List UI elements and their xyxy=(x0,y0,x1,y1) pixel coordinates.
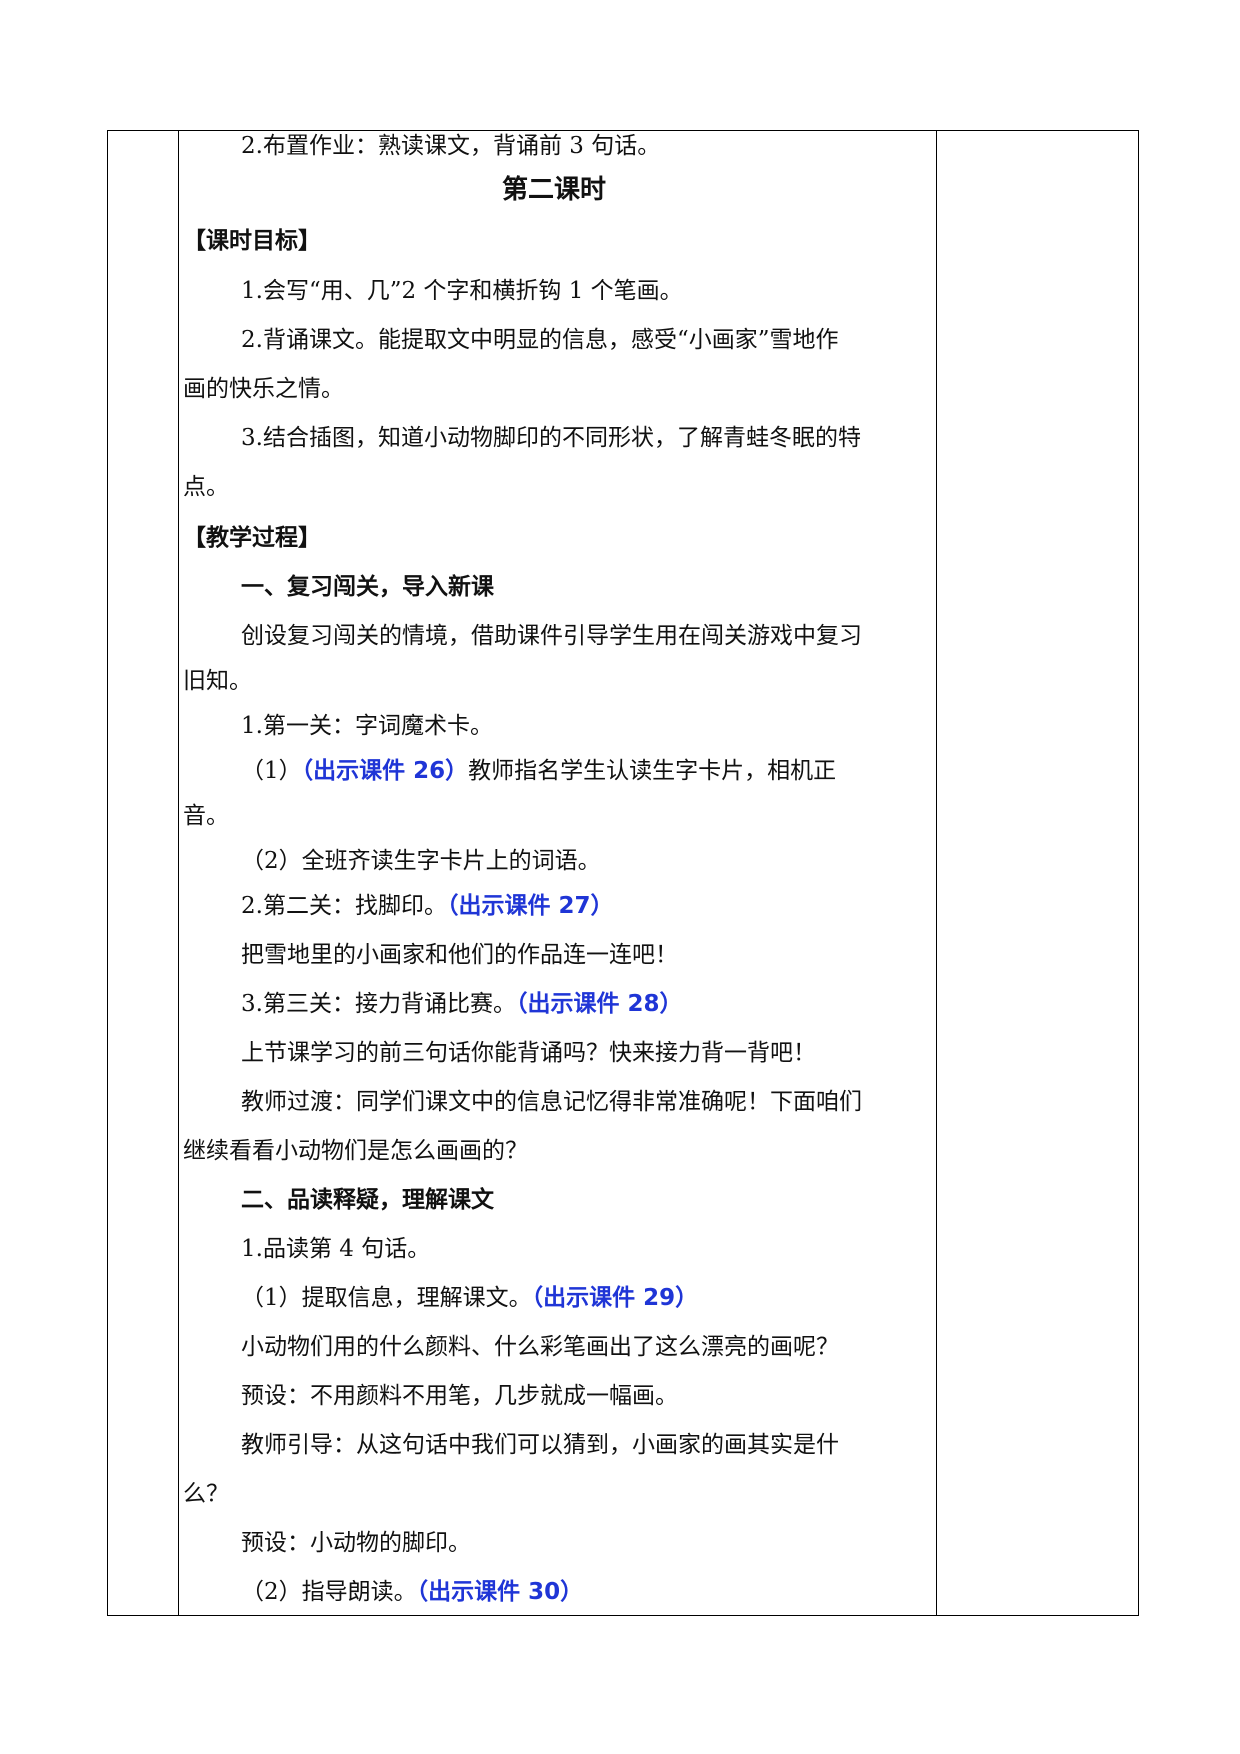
paragraph-line: 预设：小动物的脚印。 xyxy=(241,1530,471,1556)
paragraph-line: 1.品读第 4 句话。 xyxy=(241,1236,431,1262)
level-2-line: 2.第二关：找脚印。（出示课件 27） xyxy=(241,890,613,922)
level-3-line: 3.第三关：接力背诵比赛。（出示课件 28） xyxy=(241,988,682,1020)
paragraph-line: 么？ xyxy=(183,1481,229,1507)
paragraph-line: 继续看看小动物们是怎么画画的？ xyxy=(183,1138,528,1164)
objectives-heading: 【课时目标】 xyxy=(183,227,321,254)
paragraph-line: 预设：不用颜料不用笔，几步就成一幅画。 xyxy=(241,1383,678,1409)
paragraph-line: 上节课学习的前三句话你能背诵吗？快来接力背一背吧！ xyxy=(241,1040,816,1066)
paragraph-line: 音。 xyxy=(183,803,229,829)
paragraph-line: 把雪地里的小画家和他们的作品连一连吧！ xyxy=(241,942,678,968)
objective-3: 3.结合插图，知道小动物脚印的不同形状，了解青蛙冬眠的特 xyxy=(241,425,861,451)
paragraph-line: 创设复习闯关的情境，借助课件引导学生用在闯关游戏中复习 xyxy=(241,623,862,649)
courseware-ref-30: （出示课件 30） xyxy=(416,1579,584,1605)
level-1-line: 1.第一关：字词魔术卡。 xyxy=(241,713,493,739)
objective-1: 1.会写“用、几”2 个字和横折钩 1 个笔画。 xyxy=(241,278,683,304)
objective-3-cont: 点。 xyxy=(183,474,229,500)
objective-2-cont: 画的快乐之情。 xyxy=(183,376,344,402)
paragraph-line: 教师引导：从这句话中我们可以猜到，小画家的画其实是什 xyxy=(241,1432,839,1458)
level-text: 2.第二关：找脚印。 xyxy=(241,893,447,919)
step-text: 教师指名学生认读生字卡片，相机正 xyxy=(468,758,837,784)
step-number: （1） xyxy=(241,758,302,784)
paragraph-line: 小动物们用的什么颜料、什么彩笔画出了这么漂亮的画呢？ xyxy=(241,1334,839,1360)
process-heading: 【教学过程】 xyxy=(183,524,321,551)
section-title: 第二课时 xyxy=(501,175,606,205)
part-1-heading: 一、复习闯关，导入新课 xyxy=(241,573,494,600)
step-text: （2）指导朗读。 xyxy=(241,1579,417,1605)
courseware-ref-29: （出示课件 29） xyxy=(531,1285,699,1311)
step-line: （2）指导朗读。（出示课件 30） xyxy=(241,1576,583,1608)
lesson-table xyxy=(107,130,1139,1616)
step-line: （1）（出示课件 26）教师指名学生认读生字卡片，相机正 xyxy=(241,755,836,787)
table-column-divider-left xyxy=(178,131,179,1615)
step-line: （1）提取信息，理解课文。（出示课件 29） xyxy=(241,1282,698,1314)
level-text: 3.第三关：接力背诵比赛。 xyxy=(241,991,516,1017)
part-2-heading: 二、品读释疑，理解课文 xyxy=(241,1186,494,1213)
objective-2: 2.背诵课文。能提取文中明显的信息，感受“小画家”雪地作 xyxy=(241,327,839,353)
courseware-ref-27: （出示课件 27） xyxy=(446,893,614,919)
courseware-ref-28: （出示课件 28） xyxy=(515,991,683,1017)
step-text: （1）提取信息，理解课文。 xyxy=(241,1285,532,1311)
paragraph-line: 教师过渡：同学们课文中的信息记忆得非常准确呢！下面咱们 xyxy=(241,1089,862,1115)
paragraph-line: 旧知。 xyxy=(183,668,252,694)
homework-line: 2.布置作业：熟读课文，背诵前 3 句话。 xyxy=(241,133,661,159)
step-line: （2）全班齐读生字卡片上的词语。 xyxy=(241,848,601,874)
table-column-divider-right xyxy=(936,131,937,1615)
courseware-ref-26: （出示课件 26） xyxy=(301,758,469,784)
